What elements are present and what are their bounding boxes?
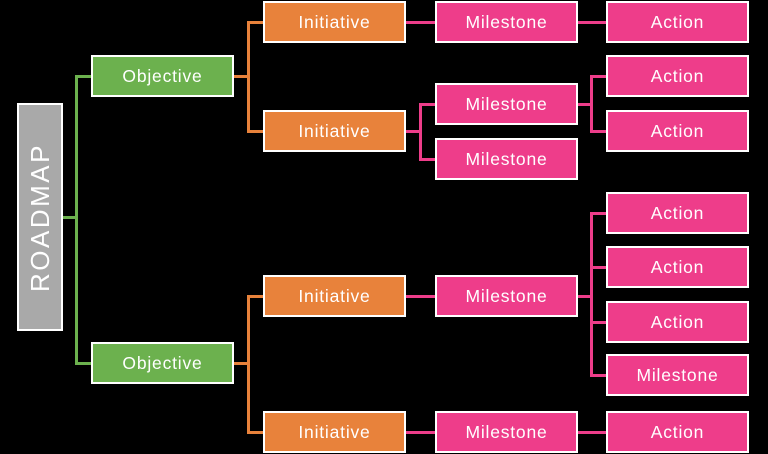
connector-initiative-1a	[406, 20, 435, 24]
action-a1-node: Action	[606, 1, 749, 43]
connector-initiative-2a	[406, 294, 435, 298]
initiative-2a-node: Initiative	[263, 275, 406, 317]
connector-objective-1-trunk	[246, 20, 250, 133]
connector-objective-1-branch-1	[246, 129, 263, 133]
initiative-1b-label: Initiative	[298, 120, 371, 141]
connector-milestone-a	[578, 20, 606, 24]
connector-initiative-2b	[406, 430, 435, 434]
milestone-a-label: Milestone	[465, 11, 548, 32]
initiative-1a-node: Initiative	[263, 1, 406, 43]
milestone-d-node: Milestone	[435, 275, 578, 317]
action-b1-node: Action	[606, 192, 749, 234]
connector-initiative-1b-branch-1	[418, 157, 435, 161]
milestone-b-node: Milestone	[435, 83, 578, 125]
connector-objective-2-stub	[234, 361, 250, 365]
connector-milestone-d-trunk	[589, 211, 593, 377]
action-b3-label: Action	[650, 311, 705, 332]
roadmap-label: ROADMAP	[24, 142, 55, 292]
action-b4-label: Action	[650, 421, 705, 442]
initiative-2b-node: Initiative	[263, 411, 406, 453]
milestone-e-label: Milestone	[636, 364, 719, 385]
connector-milestone-d-branch-2	[589, 320, 606, 324]
connector-objective-1-stub	[234, 74, 250, 78]
action-b2-label: Action	[650, 256, 705, 277]
roadmap-node: ROADMAP	[17, 103, 63, 331]
connector-roadmap-trunk	[74, 74, 78, 365]
connector-milestone-b-branch-1	[589, 129, 606, 133]
action-b1-label: Action	[650, 202, 705, 223]
milestone-f-label: Milestone	[465, 421, 548, 442]
connector-milestone-b-trunk	[589, 74, 593, 133]
initiative-1a-label: Initiative	[298, 11, 371, 32]
connector-milestone-d-branch-1	[589, 265, 606, 269]
connector-milestone-d-branch-3	[589, 373, 606, 377]
milestone-c-label: Milestone	[465, 148, 548, 169]
connector-milestone-f	[578, 430, 606, 434]
connector-roadmap-branch-1	[74, 361, 91, 365]
milestone-c-node: Milestone	[435, 138, 578, 180]
objective-1-label: Objective	[122, 65, 203, 86]
connector-milestone-d-branch-0	[589, 211, 606, 215]
milestone-f-node: Milestone	[435, 411, 578, 453]
connector-roadmap-stub	[63, 215, 78, 219]
action-a3-node: Action	[606, 110, 749, 152]
objective-2-node: Objective	[91, 342, 234, 384]
objective-1-node: Objective	[91, 55, 234, 97]
action-a2-label: Action	[650, 65, 705, 86]
connector-initiative-1b-trunk	[418, 102, 422, 161]
connector-initiative-1b-stub	[406, 129, 422, 133]
connector-objective-2-branch-0	[246, 294, 263, 298]
initiative-2a-label: Initiative	[298, 285, 371, 306]
milestone-b-label: Milestone	[465, 93, 548, 114]
milestone-e-node: Milestone	[606, 354, 749, 396]
action-a3-label: Action	[650, 120, 705, 141]
connector-objective-1-branch-0	[246, 20, 263, 24]
action-b2-node: Action	[606, 246, 749, 288]
connector-objective-2-trunk	[246, 294, 250, 434]
milestone-a-node: Milestone	[435, 1, 578, 43]
milestone-d-label: Milestone	[465, 285, 548, 306]
connector-milestone-b-stub	[578, 102, 593, 106]
initiative-1b-node: Initiative	[263, 110, 406, 152]
action-a2-node: Action	[606, 55, 749, 97]
connector-roadmap-branch-0	[74, 74, 91, 78]
connector-initiative-1b-branch-0	[418, 102, 435, 106]
connector-objective-2-branch-1	[246, 430, 263, 434]
initiative-2b-label: Initiative	[298, 421, 371, 442]
action-b3-node: Action	[606, 301, 749, 343]
objective-2-label: Objective	[122, 352, 203, 373]
action-b4-node: Action	[606, 411, 749, 453]
action-a1-label: Action	[650, 11, 705, 32]
connector-milestone-d-stub	[578, 294, 593, 298]
connector-milestone-b-branch-0	[589, 74, 606, 78]
